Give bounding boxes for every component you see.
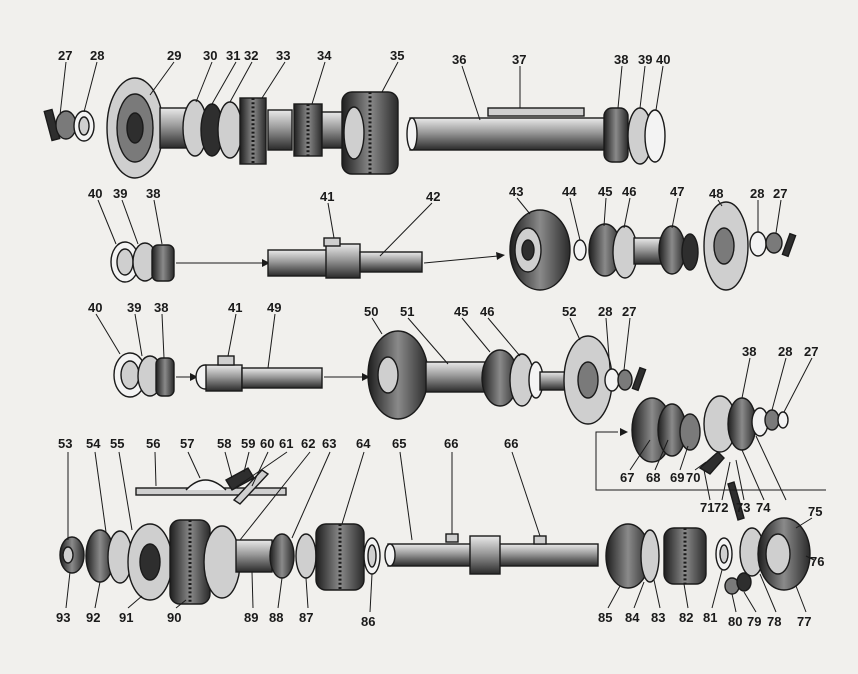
label-78: 78 — [767, 614, 781, 629]
label-40: 40 — [88, 186, 102, 201]
row-3-parts — [113, 330, 647, 425]
differential-subassembly — [595, 395, 826, 521]
label-76: 76 — [810, 554, 824, 569]
label-57: 57 — [180, 436, 194, 451]
label-47: 47 — [670, 184, 684, 199]
label-38: 38 — [154, 300, 168, 315]
label-87: 87 — [299, 610, 313, 625]
label-28: 28 — [598, 304, 612, 319]
label-30: 30 — [203, 48, 217, 63]
label-41: 41 — [228, 300, 242, 315]
label-46: 46 — [480, 304, 494, 319]
label-27: 27 — [58, 48, 72, 63]
label-70: 70 — [686, 470, 700, 485]
label-36: 36 — [452, 52, 466, 67]
label-54: 54 — [86, 436, 101, 451]
label-88: 88 — [269, 610, 283, 625]
label-79: 79 — [747, 614, 761, 629]
label-28: 28 — [90, 48, 104, 63]
callout-labels: 27 28 29 30 31 32 33 34 35 36 37 38 39 4… — [56, 48, 824, 629]
label-28: 28 — [750, 186, 764, 201]
label-44: 44 — [562, 184, 577, 199]
label-37: 37 — [512, 52, 526, 67]
label-75: 75 — [808, 504, 822, 519]
leader-lines — [59, 61, 815, 613]
label-92: 92 — [86, 610, 100, 625]
label-83: 83 — [651, 610, 665, 625]
label-34: 34 — [317, 48, 332, 63]
label-58: 58 — [217, 436, 231, 451]
label-56: 56 — [146, 436, 160, 451]
label-65: 65 — [392, 436, 406, 451]
label-86: 86 — [361, 614, 375, 629]
label-40: 40 — [656, 52, 670, 67]
label-63: 63 — [322, 436, 336, 451]
label-82: 82 — [679, 610, 693, 625]
label-61: 61 — [279, 436, 293, 451]
label-85: 85 — [598, 610, 612, 625]
label-90: 90 — [167, 610, 181, 625]
label-53: 53 — [58, 436, 72, 451]
label-60: 60 — [260, 436, 274, 451]
label-73: 73 — [736, 500, 750, 515]
label-80: 80 — [728, 614, 742, 629]
label-33: 33 — [276, 48, 290, 63]
label-38: 38 — [146, 186, 160, 201]
label-77: 77 — [797, 614, 811, 629]
label-27: 27 — [804, 344, 818, 359]
label-84: 84 — [625, 610, 640, 625]
label-69: 69 — [670, 470, 684, 485]
label-43: 43 — [509, 184, 523, 199]
label-81: 81 — [703, 610, 717, 625]
label-55: 55 — [110, 436, 124, 451]
label-67: 67 — [620, 470, 634, 485]
label-51: 51 — [400, 304, 414, 319]
label-48: 48 — [709, 186, 723, 201]
label-64: 64 — [356, 436, 371, 451]
label-40: 40 — [88, 300, 102, 315]
label-31: 31 — [226, 48, 240, 63]
row-1-parts — [43, 77, 666, 179]
label-66: 66 — [444, 436, 458, 451]
label-35: 35 — [390, 48, 404, 63]
label-29: 29 — [167, 48, 181, 63]
label-68: 68 — [646, 470, 660, 485]
label-46: 46 — [622, 184, 636, 199]
row-2-parts — [110, 201, 797, 291]
label-39: 39 — [127, 300, 141, 315]
label-27: 27 — [622, 304, 636, 319]
label-52: 52 — [562, 304, 576, 319]
label-72: 72 — [714, 500, 728, 515]
label-32: 32 — [244, 48, 258, 63]
label-41: 41 — [320, 189, 334, 204]
label-39: 39 — [113, 186, 127, 201]
label-45: 45 — [454, 304, 468, 319]
label-71: 71 — [700, 500, 714, 515]
label-45: 45 — [598, 184, 612, 199]
label-39: 39 — [638, 52, 652, 67]
label-59: 59 — [241, 436, 255, 451]
label-93: 93 — [56, 610, 70, 625]
label-66: 66 — [504, 436, 518, 451]
label-74: 74 — [756, 500, 771, 515]
label-50: 50 — [364, 304, 378, 319]
label-62: 62 — [301, 436, 315, 451]
label-38: 38 — [614, 52, 628, 67]
label-49: 49 — [267, 300, 281, 315]
label-91: 91 — [119, 610, 133, 625]
row-4-parts — [59, 467, 811, 605]
label-28: 28 — [778, 344, 792, 359]
label-38: 38 — [742, 344, 756, 359]
label-42: 42 — [426, 189, 440, 204]
label-89: 89 — [244, 610, 258, 625]
label-27: 27 — [773, 186, 787, 201]
